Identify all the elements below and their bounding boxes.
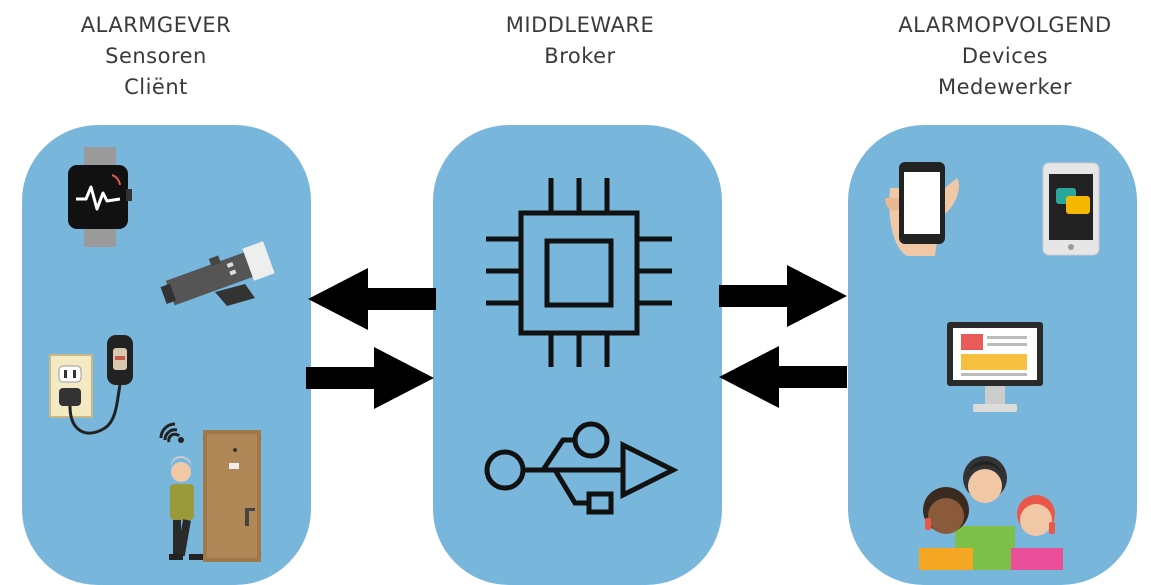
smartphone-chat-icon: [1042, 162, 1100, 256]
title-line: MIDDLEWARE: [505, 13, 655, 37]
title-line: Sensoren: [105, 44, 207, 68]
smartphone-hand-icon: [885, 162, 960, 256]
power-outlet-sensor-icon: [49, 335, 133, 435]
desktop-monitor-icon: [947, 322, 1043, 412]
title-line: ALARMOPVOLGEND: [898, 13, 1112, 37]
smartwatch-icon: [68, 147, 132, 247]
column-title-alarmgever: ALARMGEVER Sensoren Cliënt: [22, 10, 290, 103]
title-line: Cliënt: [124, 75, 188, 99]
arrow-to-alarmgever: [308, 268, 436, 330]
arrow-to-alarmopvolgend: [719, 265, 847, 327]
title-line: ALARMGEVER: [80, 13, 232, 37]
elderly-person-door-icon: [159, 422, 261, 562]
security-camera-icon: [160, 241, 275, 306]
title-line: Medewerker: [938, 75, 1072, 99]
column-title-middleware: MIDDLEWARE Broker: [444, 10, 716, 72]
title-line: Devices: [961, 44, 1049, 68]
title-line: Broker: [544, 44, 616, 68]
arrow-to-middleware-from-left: [306, 347, 434, 409]
arrow-to-middleware-from-right: [719, 346, 847, 408]
column-title-alarmopvolgend: ALARMOPVOLGEND Devices Medewerker: [870, 10, 1140, 103]
usb-icon: [484, 421, 678, 515]
call-center-team-icon: [919, 456, 1063, 570]
microchip-icon: [486, 178, 672, 367]
